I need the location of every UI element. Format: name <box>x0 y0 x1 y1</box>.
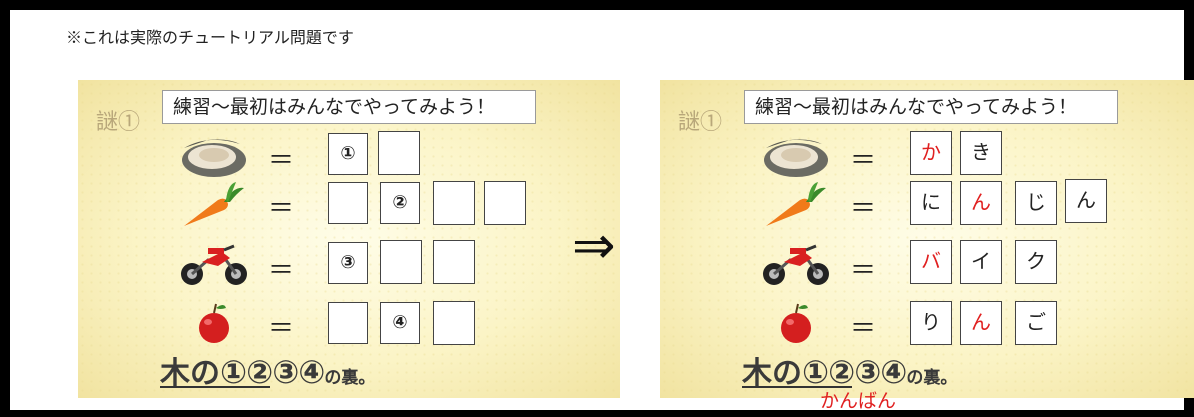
equals-sign: ＝ <box>850 146 877 176</box>
carrot-icon <box>184 182 244 226</box>
equals-sign: ＝ <box>268 146 295 176</box>
puzzle-label: 謎① <box>678 110 723 135</box>
apple-icon <box>781 303 811 343</box>
hint-tail: の裏。 <box>324 368 376 388</box>
motorbike-icon <box>181 244 247 285</box>
motorbike-icon <box>763 244 829 285</box>
answer-cell[interactable] <box>433 301 475 345</box>
answer-cell[interactable]: き <box>960 131 1002 175</box>
puzzle-label: 謎① <box>96 110 141 135</box>
hint-text: 木の①②③④の裏。 <box>160 348 375 392</box>
hint-circled-numbers: ①②③④ <box>802 353 907 391</box>
answer-cell[interactable] <box>328 302 368 344</box>
puzzle-title: 練習～最初はみんなでやってみよう！ <box>162 90 536 124</box>
equals-sign: ＝ <box>850 314 877 344</box>
answer-cell[interactable]: ク <box>1015 240 1057 284</box>
worksheet: ※これは実際のチュートリアル問題です 謎① 練習～最初はみんなでやってみよう！ … <box>10 10 1194 412</box>
answer-cell[interactable]: ん <box>960 301 1002 345</box>
equals-sign: ＝ <box>268 314 295 344</box>
oyster-icon <box>182 139 246 177</box>
solution-text: かんばん <box>820 390 897 412</box>
equals-sign: ＝ <box>268 256 295 286</box>
answer-cell[interactable] <box>328 182 368 224</box>
answer-cell[interactable]: ご <box>1015 301 1057 345</box>
answer-cell[interactable]: ① <box>328 133 368 175</box>
hint-main: 木の <box>160 356 220 391</box>
answer-cell[interactable]: ん <box>960 181 1002 225</box>
oyster-icon <box>764 139 828 177</box>
equals-sign: ＝ <box>850 194 877 224</box>
puzzle-panel-answer: 謎① 練習～最初はみんなでやってみよう！ ＝ か き ＝ に ん じ ん <box>660 80 1194 398</box>
answer-cell[interactable] <box>433 240 475 284</box>
answer-cell[interactable] <box>378 131 420 175</box>
equals-sign: ＝ <box>268 194 295 224</box>
answer-cell[interactable] <box>484 181 526 225</box>
answer-cell[interactable]: ん <box>1065 179 1107 223</box>
hint-underline <box>742 386 852 388</box>
carrot-icon <box>766 182 826 226</box>
hint-circled-numbers: ①②③④ <box>220 353 325 391</box>
answer-cell[interactable]: か <box>910 131 952 175</box>
answer-cell[interactable] <box>380 240 422 284</box>
equals-sign: ＝ <box>850 256 877 286</box>
apple-icon <box>199 303 229 343</box>
answer-cell[interactable]: り <box>910 301 952 345</box>
answer-cell[interactable]: バ <box>910 240 952 284</box>
answer-cell[interactable]: ② <box>380 182 420 224</box>
answer-cell[interactable]: ③ <box>328 242 368 284</box>
hint-tail: の裏。 <box>906 368 958 388</box>
puzzle-title: 練習～最初はみんなでやってみよう！ <box>744 90 1118 124</box>
answer-cell[interactable]: に <box>910 181 952 225</box>
hint-main: 木の <box>742 356 802 391</box>
answer-cell[interactable]: イ <box>960 240 1002 284</box>
answer-cell[interactable] <box>433 181 475 225</box>
note-text: ※これは実際のチュートリアル問題です <box>66 28 354 47</box>
right-arrow-icon: ⇒ <box>572 216 616 276</box>
answer-cell[interactable]: じ <box>1015 181 1057 225</box>
hint-underline <box>160 386 270 388</box>
puzzle-panel-question: 謎① 練習～最初はみんなでやってみよう！ ＝ ① ＝ ② <box>78 80 620 398</box>
hint-text: 木の①②③④の裏。 <box>742 348 957 392</box>
answer-cell[interactable]: ④ <box>380 302 420 344</box>
